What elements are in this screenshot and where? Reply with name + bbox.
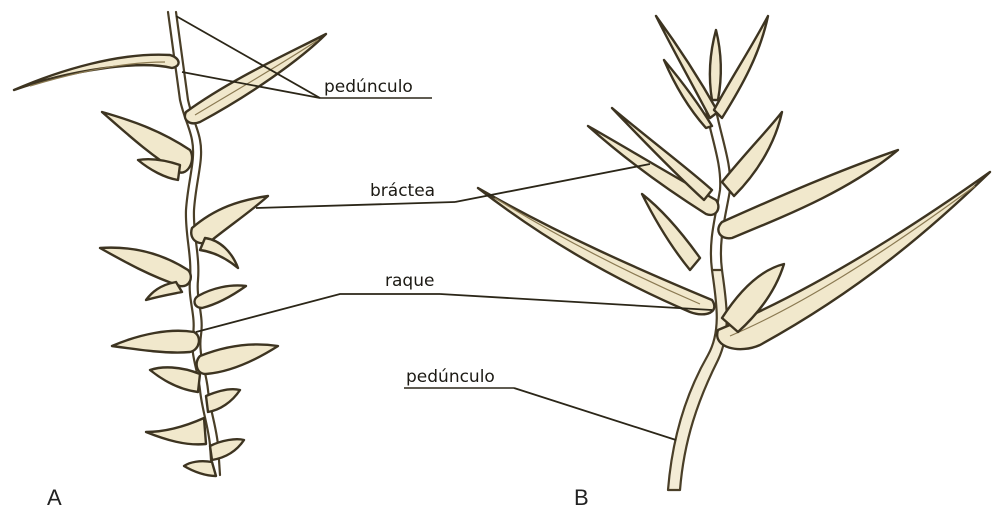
bract-a-13 xyxy=(184,461,216,476)
panel-label-b: B xyxy=(574,485,589,510)
bract-a-10 xyxy=(206,389,240,412)
bract-a-7 xyxy=(112,331,199,353)
label-pedunculo-b: pedúnculo xyxy=(406,367,495,387)
bract-a-12 xyxy=(210,439,244,460)
label-raque: raque xyxy=(385,271,434,291)
bract-b-11 xyxy=(710,30,721,100)
label-bractea: bráctea xyxy=(370,181,435,201)
panel-label-a: A xyxy=(47,485,62,510)
bract-a-5 xyxy=(100,248,191,287)
bract-b-10 xyxy=(714,16,768,118)
inflorescence-b xyxy=(478,16,990,490)
leader-raque-a xyxy=(196,294,440,332)
bract-a-9 xyxy=(150,367,200,392)
bract-a-8 xyxy=(197,344,278,374)
bract-a-4 xyxy=(191,196,268,243)
bract-a-4b xyxy=(200,238,238,268)
bract-a-11 xyxy=(146,418,206,444)
leader-bractea-a xyxy=(256,202,455,208)
bract-b-8 xyxy=(722,112,782,196)
text-labels: pedúnculo bráctea raque pedúnculo A B xyxy=(47,77,589,510)
bract-a-6 xyxy=(195,285,246,308)
bract-a-5b xyxy=(146,282,182,300)
leader-pedunculo-b xyxy=(514,388,676,440)
bract-a-3b xyxy=(138,159,180,180)
bract-b-5 xyxy=(588,126,718,215)
leader-bractea-b xyxy=(455,164,650,202)
label-pedunculo-a: pedúnculo xyxy=(324,77,413,97)
inflorescence-a xyxy=(14,12,326,476)
bract-a-1 xyxy=(14,55,179,90)
